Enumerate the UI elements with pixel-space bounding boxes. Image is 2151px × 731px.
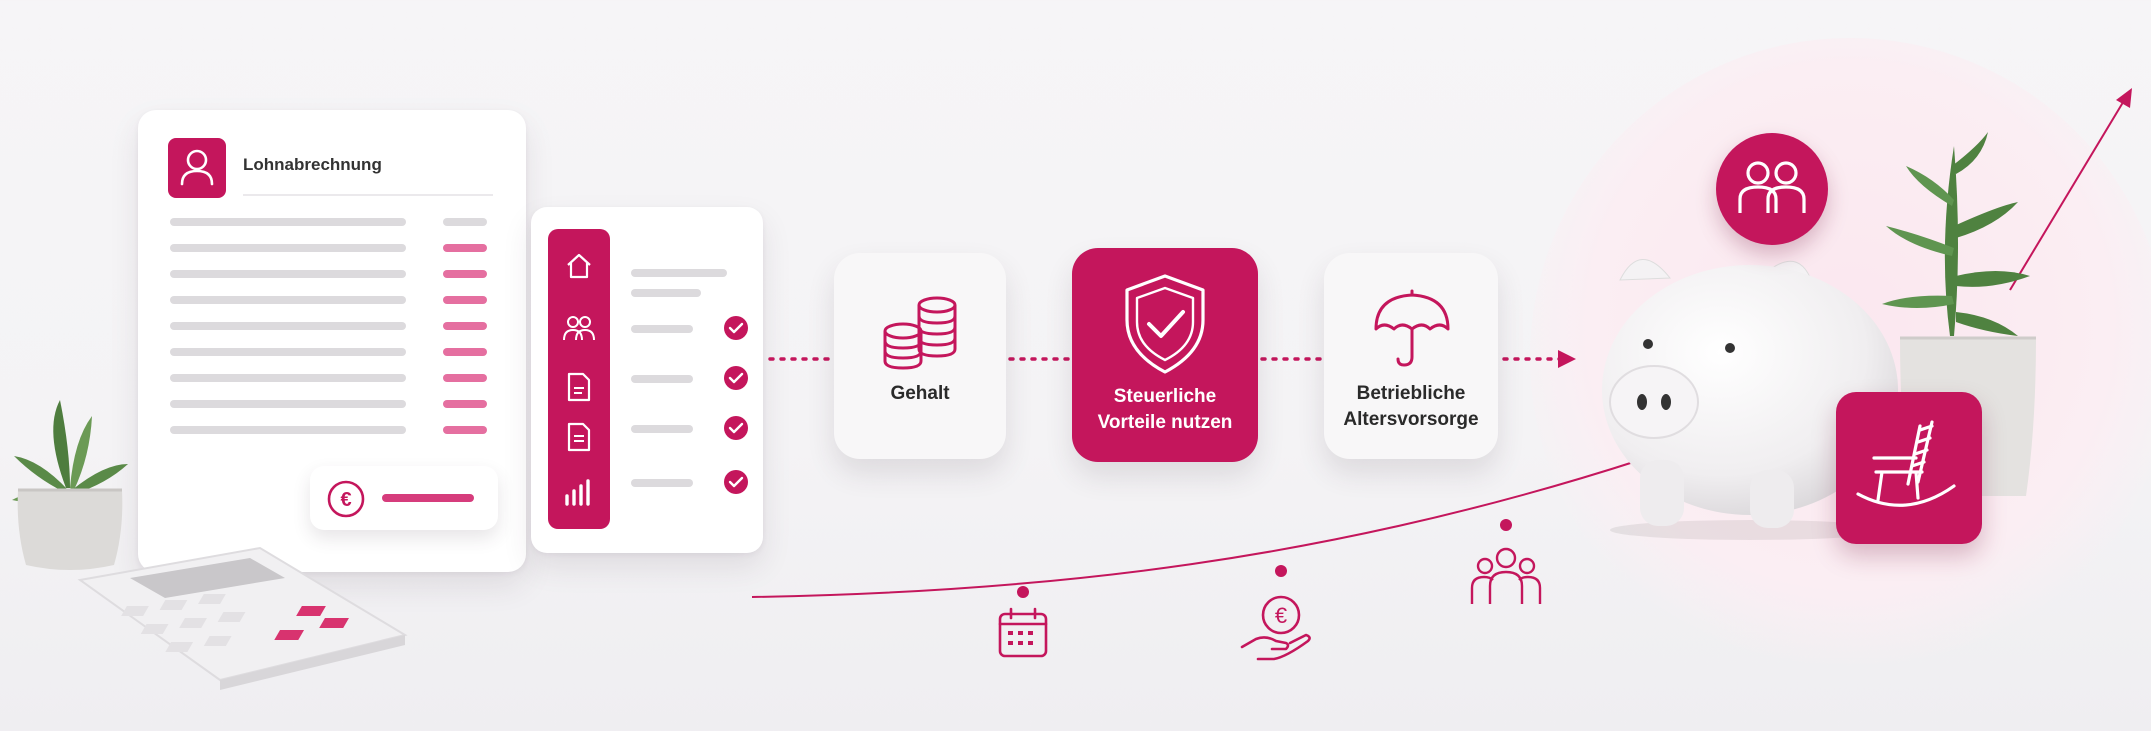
payslip-row xyxy=(170,348,406,356)
payslip-title-underline xyxy=(243,194,493,196)
checklist-item-line xyxy=(631,425,693,433)
growth-curve-lower xyxy=(751,459,1641,598)
payslip-row xyxy=(170,218,406,226)
coins-icon xyxy=(883,296,957,370)
flow-step-label-2 xyxy=(890,407,949,433)
check-circle-icon xyxy=(724,416,748,440)
family-icon xyxy=(1738,161,1806,213)
payslip-row-value xyxy=(443,270,487,278)
bar-chart-icon[interactable] xyxy=(563,477,595,507)
shield-check-icon xyxy=(1125,274,1205,374)
growth-curve-upper xyxy=(2009,93,2129,291)
payslip-card: Lohnabrechnung € xyxy=(138,110,526,572)
check-circle-icon xyxy=(724,366,748,390)
flow-arrowhead xyxy=(1558,350,1576,368)
document-list-icon[interactable] xyxy=(565,421,593,453)
home-icon[interactable] xyxy=(564,251,594,281)
payslip-row xyxy=(170,400,406,408)
timeline-dot xyxy=(1275,565,1287,577)
payslip-row-value xyxy=(443,322,487,330)
flow-step-label-2: Altersvorsorge xyxy=(1343,409,1479,430)
payslip-row xyxy=(170,270,406,278)
family-coin xyxy=(1716,133,1828,245)
user-icon xyxy=(180,149,214,186)
check-circle-icon xyxy=(724,470,748,494)
sidebar-menu xyxy=(548,229,610,529)
check-circle-icon xyxy=(724,316,748,340)
euro-total-bar xyxy=(382,494,474,502)
timeline-dot xyxy=(1500,519,1512,531)
checklist-header-line xyxy=(631,289,701,297)
flow-step-label: Gehalt xyxy=(890,383,950,404)
calculator-icon xyxy=(77,546,408,690)
payslip-row-value xyxy=(443,348,487,356)
checklist-item-line xyxy=(631,479,693,487)
payslip-row-value xyxy=(443,296,487,304)
svg-text:€: € xyxy=(1275,603,1287,628)
payslip-row-value xyxy=(443,400,487,408)
payslip-avatar xyxy=(168,138,226,198)
rocking-chair-icon xyxy=(1856,420,1956,507)
payslip-row xyxy=(170,244,406,252)
calendar-icon xyxy=(998,607,1048,658)
payslip-row xyxy=(170,296,406,304)
flow-step-salary[interactable]: Gehalt xyxy=(834,253,1006,459)
payslip-row xyxy=(170,374,406,382)
checklist-item-line xyxy=(631,375,693,383)
group-icon xyxy=(1470,547,1542,604)
flow-step-label: Steuerliche xyxy=(1113,386,1217,407)
payslip-row-value xyxy=(443,244,487,252)
umbrella-icon xyxy=(1374,289,1450,367)
app-checklist-card xyxy=(531,207,763,553)
flow-step-tax-benefits[interactable]: Steuerliche Vorteile nutzen xyxy=(1072,248,1258,462)
growth-arrowhead xyxy=(2116,88,2132,108)
checklist-item-line xyxy=(631,325,693,333)
plant-left-icon xyxy=(12,400,128,570)
rocking-chair-tile xyxy=(1836,392,1982,544)
payslip-row xyxy=(170,426,406,434)
piggy-bank-icon xyxy=(1602,259,1898,540)
payslip-row-value xyxy=(443,374,487,382)
euro-icon: € xyxy=(327,480,365,518)
document-icon[interactable] xyxy=(565,371,593,403)
payslip-title: Lohnabrechnung xyxy=(243,155,382,174)
payslip-row-value xyxy=(443,426,487,434)
euro-total-pill: € xyxy=(310,466,498,530)
svg-text:€: € xyxy=(340,489,351,511)
flow-step-label-2: Vorteile nutzen xyxy=(1097,412,1233,433)
flow-step-label: Betriebliche xyxy=(1356,383,1466,404)
flow-step-pension[interactable]: Betriebliche Altersvorsorge xyxy=(1324,253,1498,459)
timeline-dot xyxy=(1017,586,1029,598)
euro-hand-icon: € xyxy=(1240,595,1311,661)
users-icon[interactable] xyxy=(562,313,596,343)
payslip-row xyxy=(170,322,406,330)
checklist-header-line xyxy=(631,269,727,277)
payslip-row-value xyxy=(443,218,487,226)
